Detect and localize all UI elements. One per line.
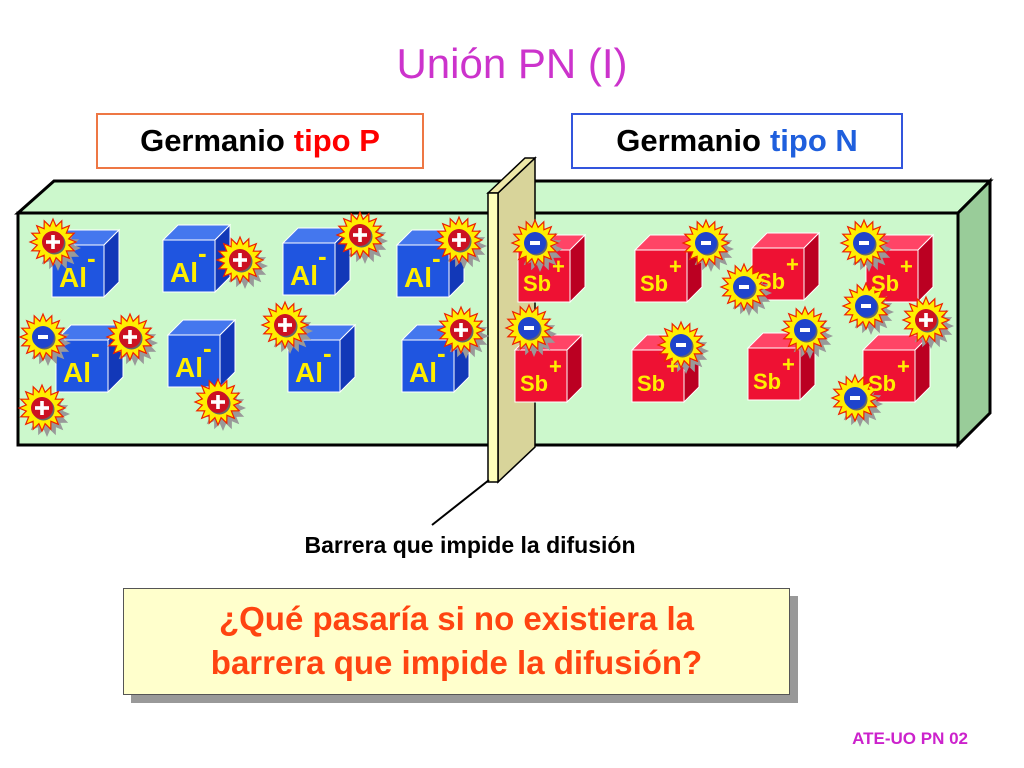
donor-ion-sb-label: Sb+ bbox=[868, 354, 910, 396]
slide-title: Unión PN (I) bbox=[396, 40, 628, 87]
ion-charge: + bbox=[782, 352, 795, 377]
ion-charge: + bbox=[552, 254, 565, 279]
barrier-pointer-line bbox=[431, 479, 490, 526]
ion-label: Al bbox=[63, 357, 91, 388]
electron-icon bbox=[681, 218, 734, 272]
electron-icon bbox=[719, 262, 772, 316]
ion-label: Al bbox=[295, 357, 323, 388]
donor-ion-sb-label: Sb+ bbox=[523, 254, 565, 296]
hole-icon bbox=[901, 295, 954, 349]
ion-label: Sb bbox=[637, 371, 665, 396]
ion-charge: - bbox=[87, 243, 96, 273]
ion-charge: + bbox=[549, 354, 562, 379]
ion-charge: - bbox=[198, 238, 207, 268]
ion-label: Sb bbox=[520, 371, 548, 396]
electron-icon bbox=[510, 218, 563, 272]
ion-cubes bbox=[50, 223, 935, 404]
ion-label: Al bbox=[175, 352, 203, 383]
acceptor-ion-al-label: Al- bbox=[295, 338, 332, 388]
acceptor-ion-al-label: Al- bbox=[63, 338, 100, 388]
acceptor-ion-al-label: Al- bbox=[404, 243, 441, 293]
ion-label: Sb bbox=[757, 269, 785, 294]
hole-icon bbox=[105, 312, 158, 366]
ion-label: Sb bbox=[753, 369, 781, 394]
acceptor-ion-al bbox=[281, 226, 352, 297]
ion-charge: + bbox=[666, 354, 679, 379]
n-type-label-box: Germanio tipo N bbox=[571, 113, 903, 169]
ion-charge: + bbox=[669, 254, 682, 279]
ion-label: Sb bbox=[871, 271, 899, 296]
hole-icon bbox=[193, 377, 246, 431]
electron-icon bbox=[841, 281, 894, 335]
ion-charge: + bbox=[897, 354, 910, 379]
hole-icon bbox=[17, 383, 70, 437]
acceptor-ion-al-label: Al- bbox=[175, 333, 212, 383]
ion-charge: - bbox=[437, 338, 446, 368]
ion-charge: - bbox=[318, 241, 327, 271]
electron-icon bbox=[830, 373, 883, 427]
question-line-1: ¿Qué pasaría si no existiera la bbox=[218, 600, 695, 637]
n-material-label: Germanio bbox=[616, 123, 761, 158]
ion-charge: - bbox=[432, 243, 441, 273]
ion-label: Al bbox=[59, 262, 87, 293]
p-material-label: Germanio bbox=[140, 123, 285, 158]
hole-icon bbox=[215, 235, 268, 289]
donor-ion-sb-label: Sb+ bbox=[520, 354, 562, 396]
charge-carriers bbox=[17, 210, 954, 437]
electron-icon bbox=[656, 320, 709, 374]
question-line-2: barrera que impide la difusión? bbox=[210, 644, 703, 681]
ion-charge: + bbox=[786, 252, 799, 277]
acceptor-ion-al-label: Al- bbox=[409, 338, 446, 388]
donor-ion-sb-label: Sb+ bbox=[640, 254, 682, 296]
hole-icon bbox=[28, 217, 81, 271]
question-box: ¿Qué pasaría si no existiera la barrera … bbox=[123, 588, 790, 695]
barrier-caption: Barrera que impide la difusión bbox=[304, 532, 636, 558]
p-type-label-box: Germanio tipo P bbox=[96, 113, 424, 169]
hole-icon bbox=[434, 215, 487, 269]
ion-label: Sb bbox=[868, 371, 896, 396]
ion-charge: + bbox=[900, 254, 913, 279]
donor-ion-sb-label: Sb+ bbox=[637, 354, 679, 396]
acceptor-ion-al-label: Al- bbox=[170, 238, 207, 288]
slide-footer: ATE-UO PN 02 bbox=[852, 729, 968, 748]
acceptor-ion-al-label: Al- bbox=[59, 243, 96, 293]
hole-icon bbox=[436, 305, 489, 359]
ion-label: Al bbox=[409, 357, 437, 388]
ion-charge: - bbox=[323, 338, 332, 368]
donor-ion-sb-label: Sb+ bbox=[757, 252, 799, 294]
electron-icon bbox=[839, 218, 892, 272]
hole-icon bbox=[260, 300, 313, 354]
donor-ion-sb-label: Sb+ bbox=[871, 254, 913, 296]
hole-icon bbox=[335, 210, 388, 264]
ion-labels: Al-Al-Al-Al-Al-Al-Al-Al-Sb+Sb+Sb+Sb+Sb+S… bbox=[59, 238, 913, 396]
ion-charge: - bbox=[203, 333, 212, 363]
donor-ion-sb bbox=[861, 333, 932, 404]
electron-icon bbox=[504, 303, 557, 357]
acceptor-ion-al-label: Al- bbox=[290, 241, 327, 291]
n-type-label: tipo N bbox=[769, 123, 858, 158]
donor-ion-sb bbox=[633, 233, 704, 304]
ion-label: Al bbox=[290, 260, 318, 291]
ion-label: Al bbox=[404, 262, 432, 293]
electron-icon bbox=[780, 305, 833, 359]
acceptor-ion-al bbox=[166, 318, 237, 389]
ion-label: Al bbox=[170, 257, 198, 288]
acceptor-ion-al bbox=[286, 323, 357, 394]
donor-ion-sb-label: Sb+ bbox=[753, 352, 795, 394]
ion-label: Sb bbox=[640, 271, 668, 296]
electron-icon bbox=[18, 312, 71, 366]
ion-charge: - bbox=[91, 338, 100, 368]
p-type-label: tipo P bbox=[293, 123, 380, 158]
ion-label: Sb bbox=[523, 271, 551, 296]
